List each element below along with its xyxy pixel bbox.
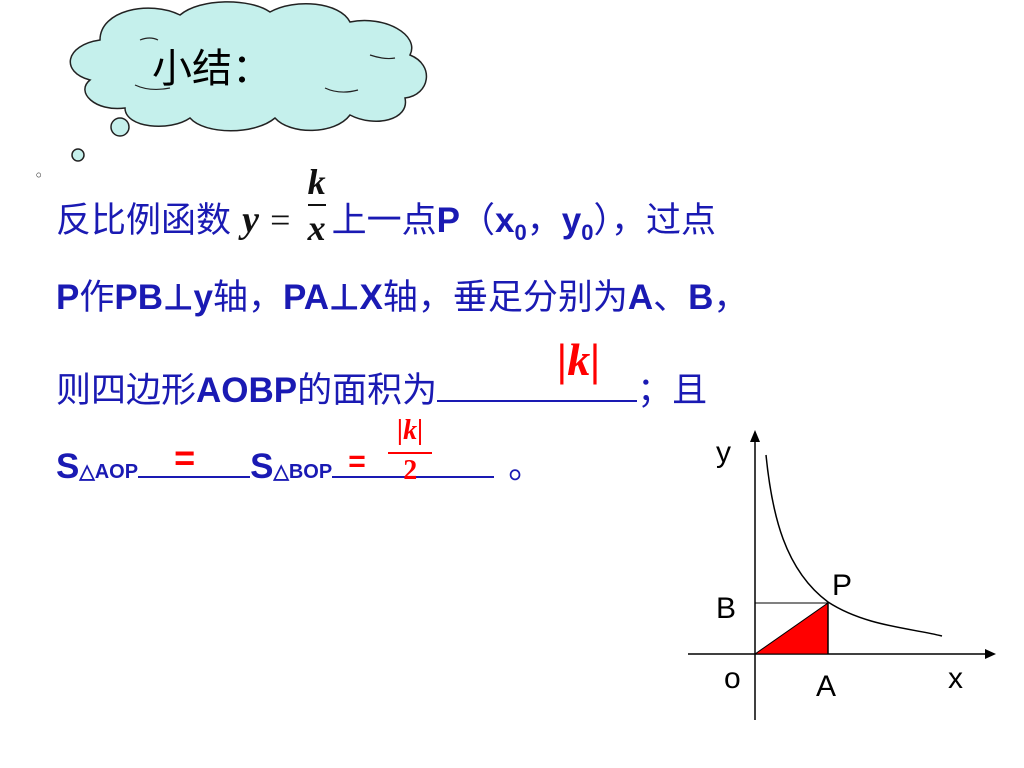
area-answer-blank: |k|: [437, 337, 638, 402]
formula-y: y: [242, 199, 260, 241]
hyperbola-graph: y x o P A B: [688, 430, 996, 720]
l3-suffix: ；且: [637, 371, 708, 411]
l2-zuo: 作: [79, 278, 115, 318]
cloud-shape: [69, 1, 427, 132]
half-answer-eq: =: [348, 445, 366, 478]
point-b-label: B: [716, 592, 736, 625]
coord-x-sub: 0: [514, 220, 527, 245]
equal-blank: =: [138, 438, 251, 478]
l2-comma: ，: [713, 278, 749, 318]
formula-eq: =: [270, 200, 291, 240]
l2-a: A: [627, 278, 654, 317]
l4-end: 。: [508, 447, 544, 487]
formula-fraction: k x: [307, 162, 326, 248]
s-aop: S: [56, 447, 80, 486]
text-line-3: 则四边形AOBP的面积为 |k| ；且: [56, 337, 708, 412]
l2-p: P: [56, 278, 80, 317]
text-line-2: P作PB⊥y轴，PA⊥X轴，垂足分别为A、B，: [56, 278, 748, 318]
l2-dun: 、: [653, 278, 689, 318]
half-denominator: 2: [403, 455, 418, 486]
l2-zhou1: 轴，: [212, 278, 283, 318]
fraction-numerator: k: [307, 162, 326, 202]
half-answer-fraction: |k| 2: [388, 415, 433, 486]
l2-pa-perp-x: PA⊥X: [282, 278, 383, 317]
half-answer-blank: = |k| 2: [332, 416, 495, 486]
cloud-bubble-medium: [71, 148, 85, 162]
cloud-bubble-large: [110, 117, 130, 137]
line1-prefix: 反比例函数: [56, 201, 232, 241]
line1-mid: 上一点: [331, 201, 437, 241]
coord-y-sub: 0: [581, 220, 594, 245]
origin-label: o: [724, 662, 741, 695]
point-p: P: [436, 201, 460, 240]
l2-zhou2: 轴，垂足分别为: [382, 278, 628, 318]
s-bop: S: [250, 447, 274, 486]
l3-aobp: AOBP: [196, 371, 298, 410]
x-axis-label: x: [948, 662, 963, 695]
half-numerator: |k|: [397, 415, 424, 446]
l2-pb-perp-y: PB⊥y: [114, 278, 213, 317]
triangle-aop: [753, 602, 829, 655]
comma: ，: [526, 201, 562, 241]
thought-cloud: [69, 1, 427, 162]
equal-answer: =: [174, 437, 196, 478]
y-axis-arrow: [750, 430, 760, 442]
y-axis-label: y: [716, 436, 731, 469]
area-answer: |k|: [557, 334, 601, 385]
hyperbola-curve: [765, 454, 943, 637]
l2-b: B: [688, 278, 714, 317]
s-bop-sub: △BOP: [273, 461, 333, 483]
text-line-1: 反比例函数 y = k x 上一点P（x0，y0），过点: [56, 162, 716, 253]
fraction-bar: [307, 204, 326, 206]
l3-area: 的面积为: [297, 371, 438, 411]
coord-x: x: [495, 201, 515, 240]
point-p-label: P: [832, 569, 852, 602]
half-bar: [388, 452, 433, 454]
point-a-label: A: [816, 670, 836, 703]
text-line-4: S△AOP = S△BOP = |k| 2 。: [56, 416, 544, 492]
bullet: ◦: [34, 166, 44, 185]
coord-y: y: [561, 201, 582, 240]
paren-open: （: [460, 201, 496, 241]
cloud-title: 小结：: [152, 46, 272, 92]
paren-close: ），过点: [593, 201, 716, 241]
s-aop-sub: △AOP: [79, 461, 139, 483]
fraction-denominator: x: [307, 208, 326, 248]
x-axis-arrow: [985, 649, 996, 659]
l3-prefix: 则四边形: [56, 371, 197, 411]
